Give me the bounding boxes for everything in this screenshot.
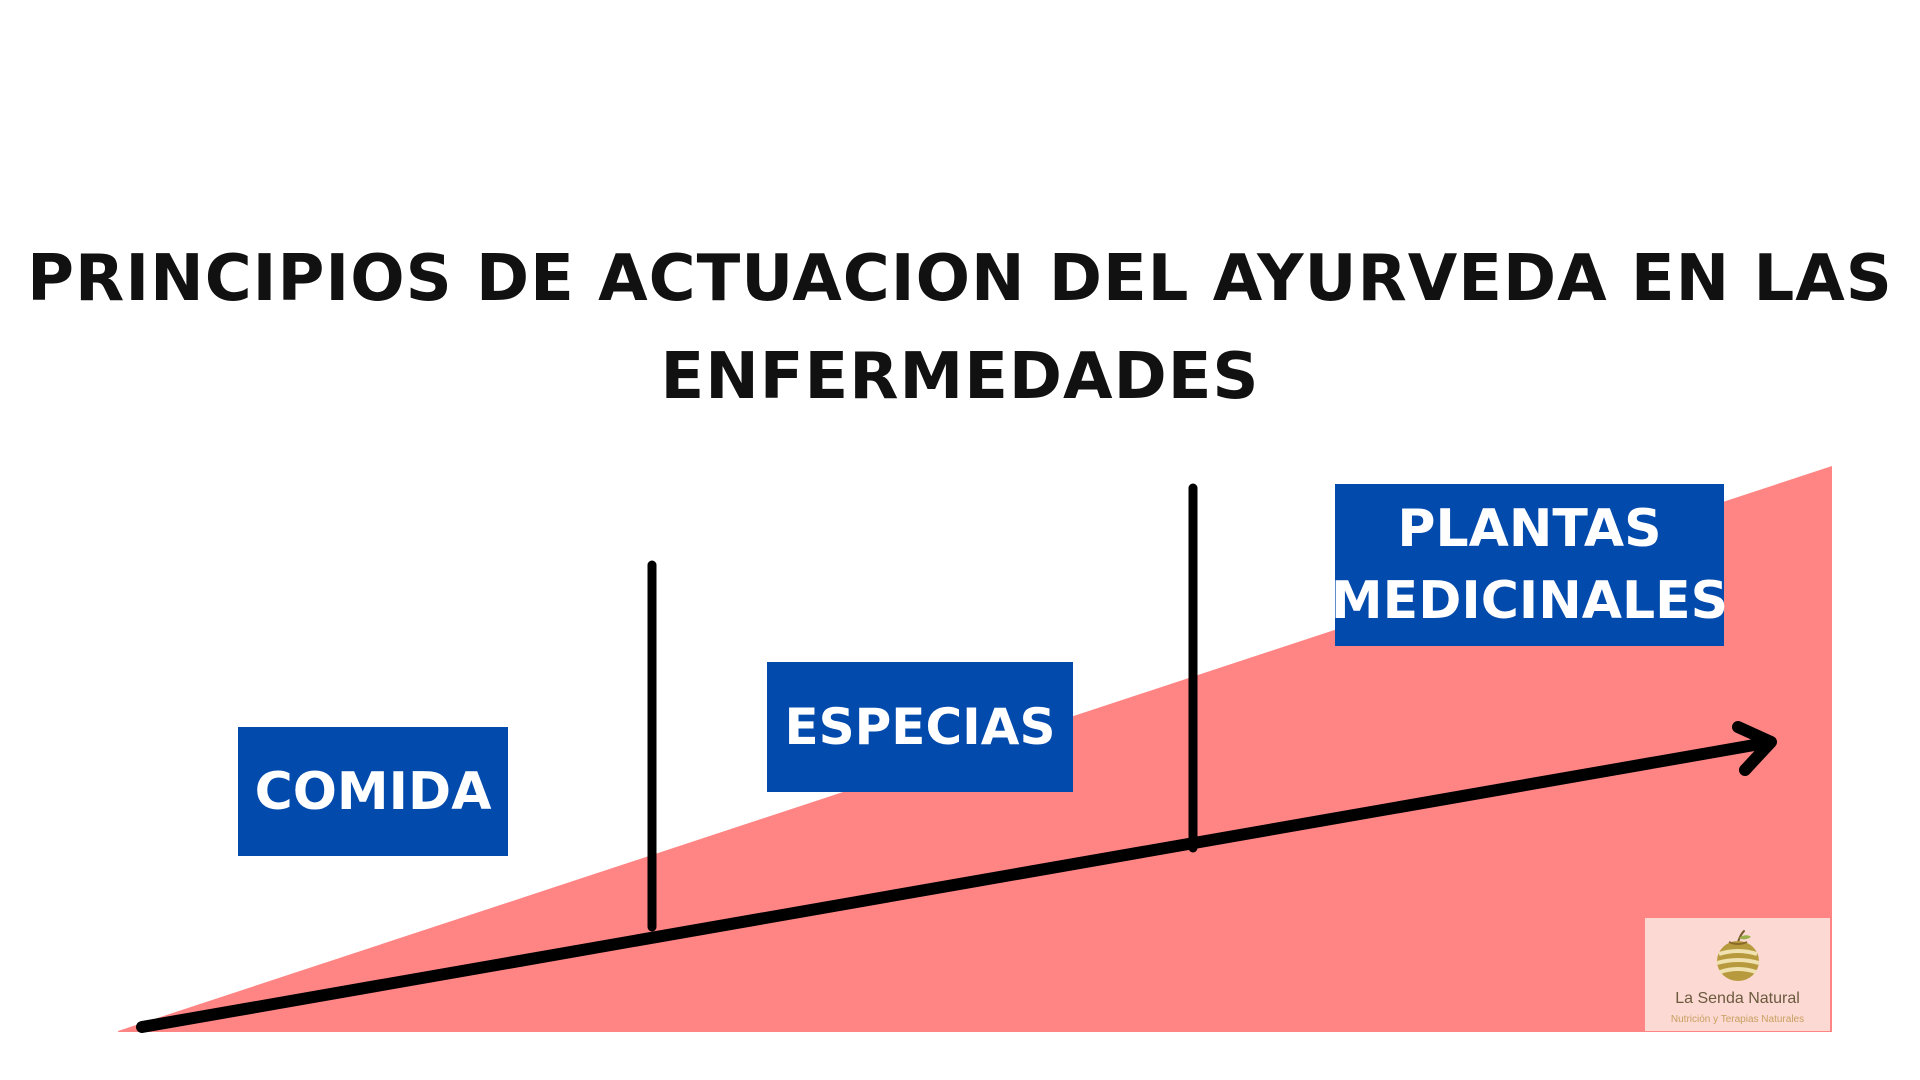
logo-brand-name: La Senda Natural <box>1675 990 1800 1007</box>
stage-label-plantas-line-1: PLANTAS <box>1397 499 1662 559</box>
stage-box-especias: ESPECIAS <box>767 662 1073 792</box>
stage-label-plantas-line-2: MEDICINALES <box>1330 571 1729 631</box>
apple-logo-icon <box>1715 930 1760 981</box>
title-line-1: PRINCIPIOS DE ACTUACION DEL AYURVEDA EN … <box>27 242 1893 316</box>
logo-tagline: Nutrición y Terapias Naturales <box>1670 1014 1805 1025</box>
brand-logo: La Senda Natural Nutrición y Terapias Na… <box>1645 918 1830 1031</box>
progress-arrow-shaft <box>136 738 1766 1033</box>
stage-label-especias: ESPECIAS <box>784 698 1056 756</box>
stage-box-plantas-medicinales: PLANTAS MEDICINALES <box>1331 484 1728 646</box>
title-line-2: ENFERMEDADES <box>660 340 1260 414</box>
arrow-right-icon <box>1732 721 1777 776</box>
page-title: PRINCIPIOS DE ACTUACION DEL AYURVEDA EN … <box>0 230 1920 426</box>
stage-box-comida: COMIDA <box>238 727 508 856</box>
stage-label-comida: COMIDA <box>254 761 492 822</box>
